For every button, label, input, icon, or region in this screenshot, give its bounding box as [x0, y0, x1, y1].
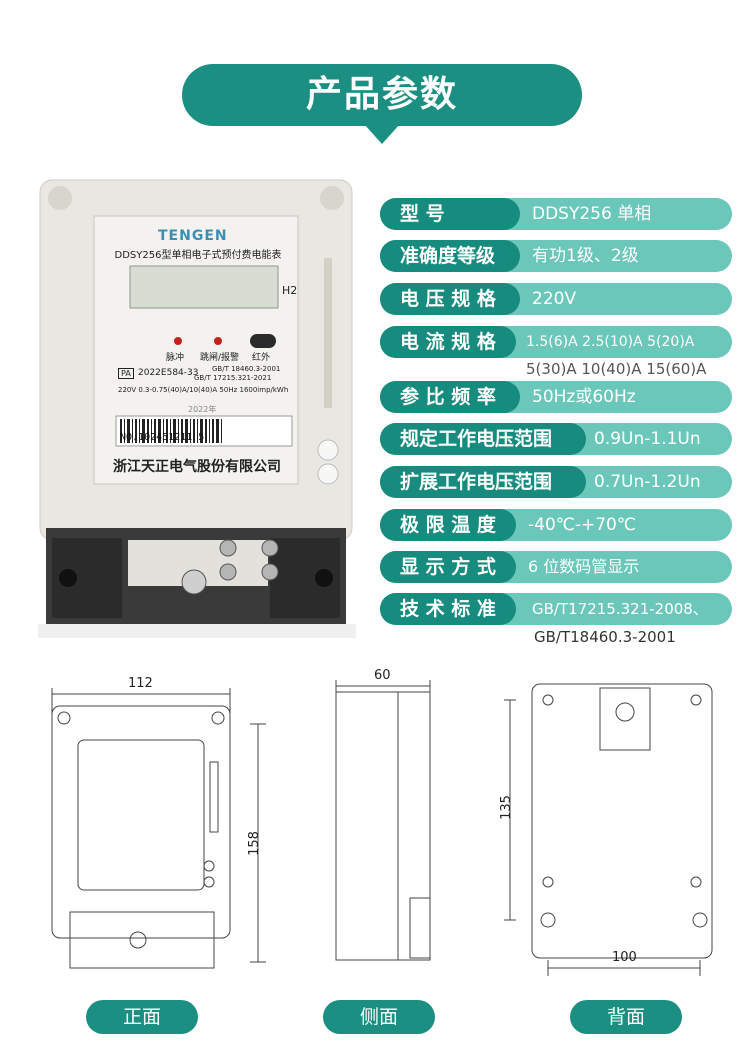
model-line: DDSY256型单相电子式预付费电能表 — [114, 250, 282, 261]
dim-front-height: 158 — [246, 831, 262, 856]
spec-value: 6 位数码管显示 — [528, 557, 640, 576]
serial-number: NO.102451211 5 — [120, 432, 205, 443]
led-alarm-label: 跳闸/报警 — [200, 353, 240, 363]
h2-label: H2 — [282, 284, 298, 297]
spec-row-voltage: 电 压 规 格 220V — [380, 283, 732, 315]
dim-back-width: 100 — [612, 950, 637, 965]
year-label: 2022年 — [188, 405, 217, 414]
spec-row-model: 型 号 DDSY256 单相 — [380, 198, 732, 230]
spec-row-display: 显 示 方 式 6 位数码管显示 — [380, 551, 732, 583]
spec-row-extended-range: 扩展工作电压范围 0.7Un-1.2Un — [380, 466, 732, 498]
standard-2: GB/T 17215.321-2021 — [194, 374, 272, 382]
spec-row-temperature: 极 限 温 度 -40℃-+70℃ — [380, 509, 732, 541]
spec-label: 技 术 标 准 — [380, 593, 516, 625]
spec-value: 50Hz或60Hz — [532, 387, 636, 407]
spec-label: 型 号 — [380, 198, 520, 230]
dim-back-height: 135 — [498, 795, 514, 820]
side-view-label: 侧面 — [323, 1000, 435, 1034]
back-view-label: 背面 — [570, 1000, 682, 1034]
spec-label: 准确度等级 — [380, 240, 520, 272]
rating-line: 220V 0.3-0.75(40)A/10(40)A 50Hz 1600imp/… — [118, 386, 289, 394]
spec-value: DDSY256 单相 — [532, 204, 652, 224]
spec-value: 0.7Un-1.2Un — [594, 472, 701, 492]
brand-logo: TENGEN — [158, 228, 228, 244]
pa-mark: PA — [118, 368, 134, 379]
spec-label: 电 压 规 格 — [380, 283, 520, 315]
spec-label: 显 示 方 式 — [380, 551, 516, 583]
title-pointer — [364, 124, 400, 144]
spec-value: 220V — [532, 289, 577, 309]
company-name: 浙江天正电气股份有限公司 — [113, 459, 281, 475]
front-view-label: 正面 — [86, 1000, 198, 1034]
spec-standard-extra: GB/T18460.3-2001 — [534, 628, 676, 646]
cert-number: 2022E584-33 — [138, 368, 199, 378]
page-title: 产品参数 — [182, 64, 582, 126]
dim-side-depth: 60 — [374, 668, 391, 683]
spec-value: 有功1级、2级 — [532, 246, 639, 266]
spec-value: 1.5(6)A 2.5(10)A 5(20)A — [526, 334, 695, 350]
spec-value: 0.9Un-1.1Un — [594, 429, 701, 449]
dim-front-width: 112 — [128, 676, 153, 691]
spec-label: 参 比 频 率 — [380, 381, 520, 413]
spec-current-extra: 5(30)A 10(40)A 15(60)A — [526, 360, 707, 378]
spec-value: -40℃-+70℃ — [528, 515, 636, 535]
spec-label: 扩展工作电压范围 — [380, 466, 586, 498]
spec-row-current: 电 流 规 格 1.5(6)A 2.5(10)A 5(20)A — [380, 326, 732, 358]
led-ir-label: 红外 — [252, 353, 271, 363]
spec-row-standard: 技 术 标 准 GB/T17215.321-2008、 — [380, 593, 732, 625]
spec-label: 电 流 规 格 — [380, 326, 516, 358]
technical-drawings — [51, 680, 713, 976]
led-pulse-label: 脉冲 — [166, 353, 185, 363]
spec-row-frequency: 参 比 频 率 50Hz或60Hz — [380, 381, 732, 413]
spec-row-voltage-range: 规定工作电压范围 0.9Un-1.1Un — [380, 423, 732, 455]
standard-1: GB/T 18460.3-2001 — [212, 365, 281, 373]
meter-photo: TENGEN DDSY256型单相电子式预付费电能表 H2 脉冲 跳闸/报警 红… — [38, 178, 356, 638]
spec-label: 极 限 温 度 — [380, 509, 516, 541]
spec-row-accuracy: 准确度等级 有功1级、2级 — [380, 240, 732, 272]
spec-value: GB/T17215.321-2008、 — [532, 600, 708, 618]
meter-illustration — [38, 179, 356, 638]
spec-label: 规定工作电压范围 — [380, 423, 586, 455]
